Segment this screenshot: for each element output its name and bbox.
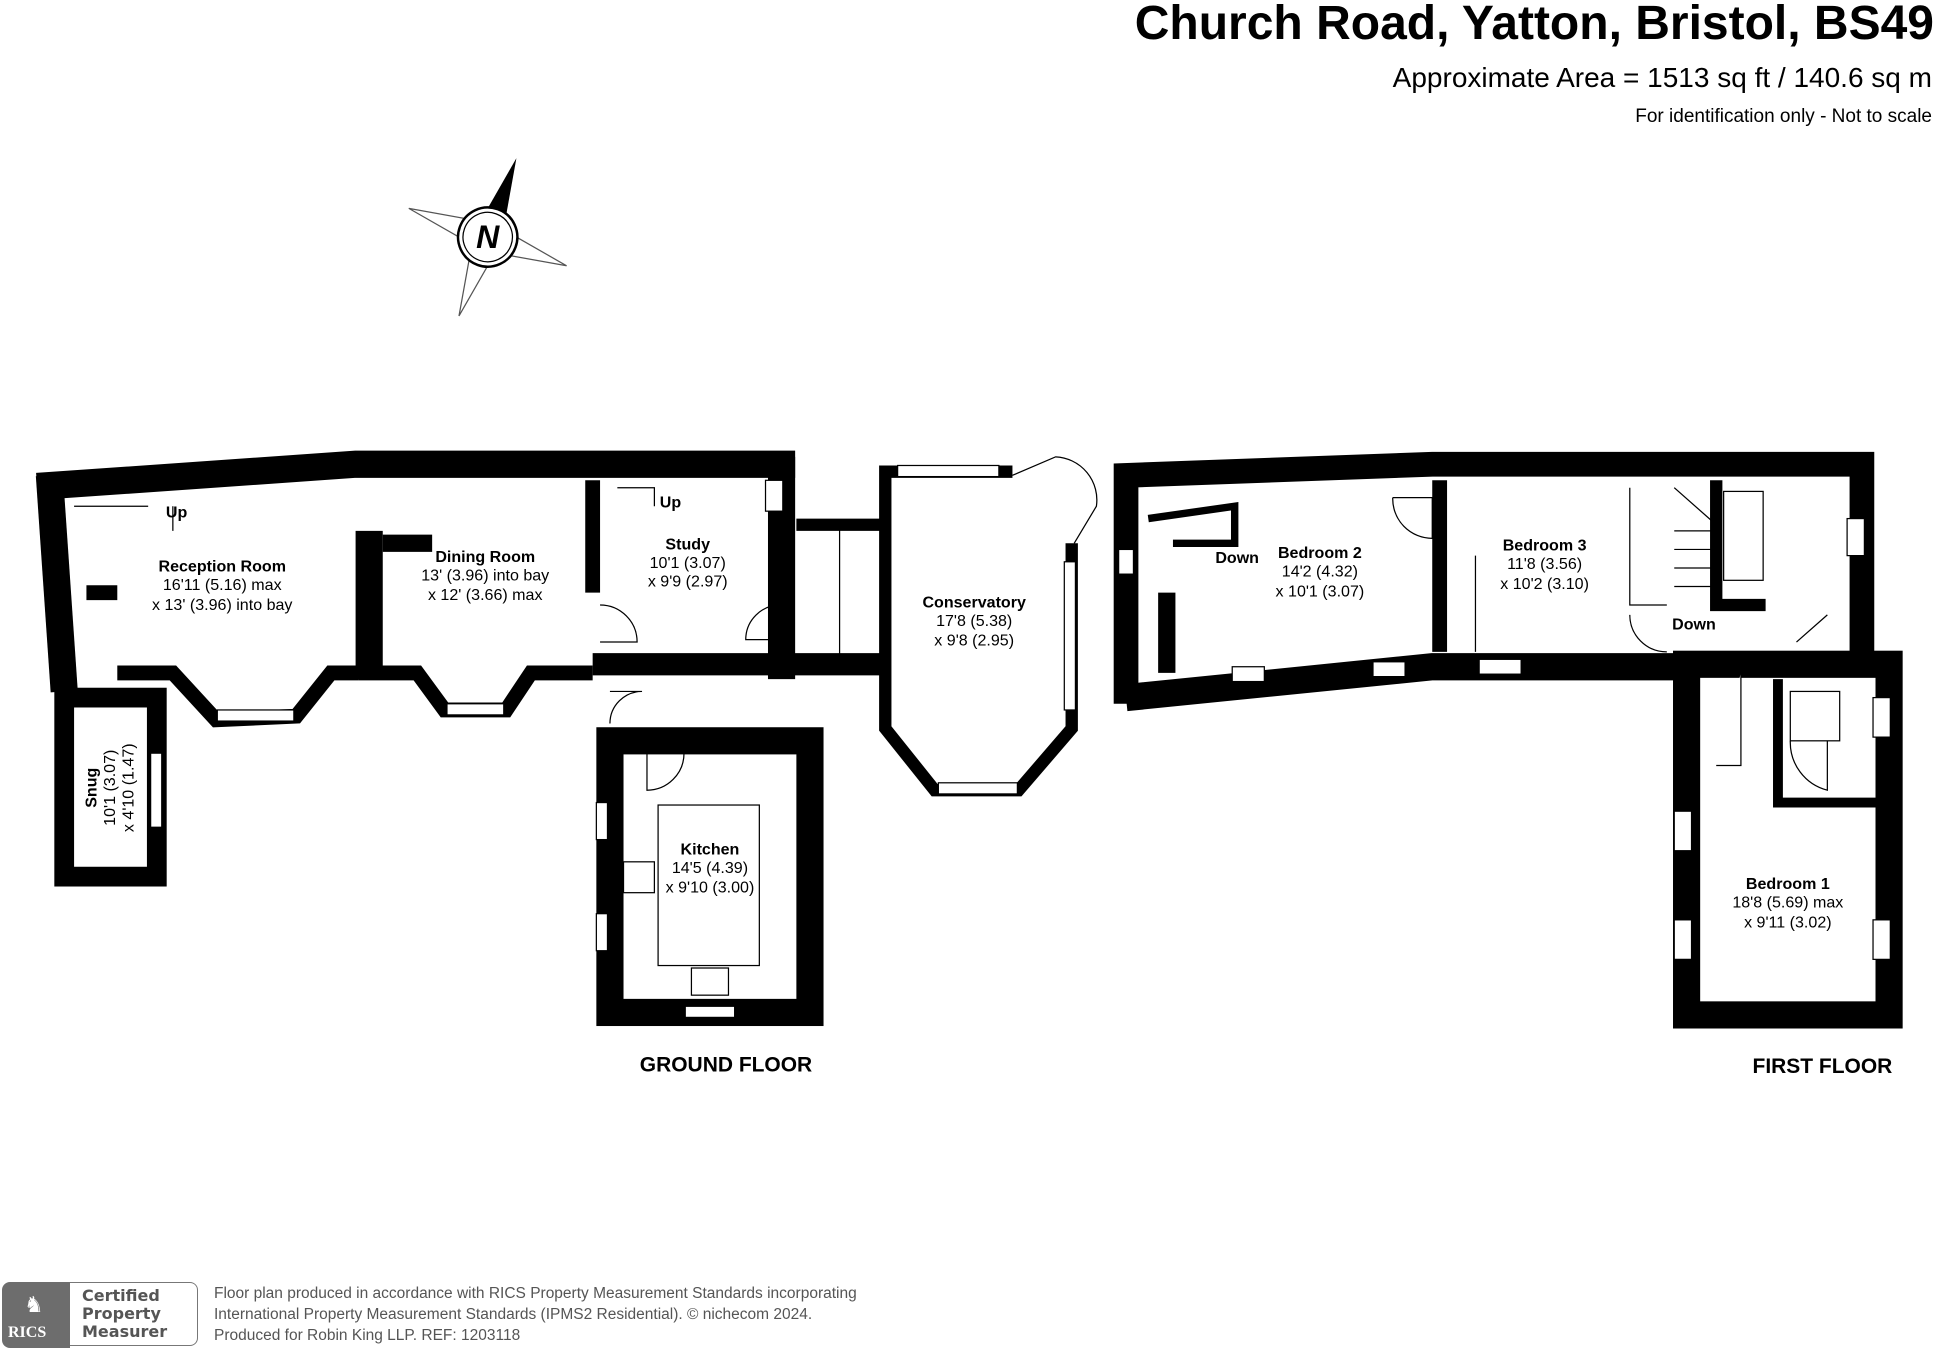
svg-text:Dining Room: Dining Room: [435, 548, 535, 566]
compass-north-letter: N: [476, 219, 500, 255]
rics-logo: ♞ RICS: [2, 1282, 70, 1348]
svg-text:Conservatory: Conservatory: [922, 593, 1026, 611]
svg-text:10'1 (3.07): 10'1 (3.07): [101, 750, 119, 826]
svg-text:x 10'2 (3.10): x 10'2 (3.10): [1500, 575, 1589, 593]
svg-text:Reception Room: Reception Room: [158, 558, 286, 576]
svg-text:x 9'9 (2.97): x 9'9 (2.97): [648, 572, 728, 590]
certified-measurer-badge: Certified Property Measurer: [70, 1282, 198, 1346]
svg-text:Study: Study: [665, 535, 710, 553]
room-label-bedroom-1: Bedroom 1 18'8 (5.69) max x 9'11 (3.02): [1732, 875, 1843, 931]
footer-line: Produced for Robin King LLP. REF: 120311…: [214, 1327, 521, 1344]
svg-text:x 9'8 (2.95): x 9'8 (2.95): [934, 632, 1014, 650]
svg-text:Kitchen: Kitchen: [681, 840, 740, 858]
room-label-kitchen: Kitchen 14'5 (4.39) x 9'10 (3.00): [666, 840, 755, 896]
room-label-bedroom-2: Bedroom 2 14'2 (4.32) x 10'1 (3.07): [1276, 544, 1365, 600]
badge-line: Property: [82, 1304, 161, 1323]
first-floor-label: FIRST FLOOR: [1753, 1055, 1893, 1078]
ground-floor-walls: [35, 450, 1078, 1027]
room-label-reception-room: Reception Room 16'11 (5.16) max x 13' (3…: [152, 558, 292, 614]
svg-text:x 13' (3.96) into bay: x 13' (3.96) into bay: [152, 596, 292, 614]
room-label-conservatory: Conservatory 17'8 (5.38) x 9'8 (2.95): [922, 593, 1026, 649]
stairs-up-label: Up: [166, 503, 188, 521]
room-label-bedroom-3: Bedroom 3 11'8 (3.56) x 10'2 (3.10): [1500, 537, 1589, 593]
property-title: Church Road, Yatton, Bristol, BS49: [1134, 0, 1934, 50]
svg-text:x 10'1 (3.07): x 10'1 (3.07): [1276, 582, 1365, 600]
ground-floor-label: GROUND FLOOR: [640, 1054, 812, 1077]
svg-text:Bedroom 3: Bedroom 3: [1503, 537, 1587, 555]
svg-text:Bedroom 2: Bedroom 2: [1278, 544, 1362, 562]
footer-line: Floor plan produced in accordance with R…: [214, 1285, 857, 1302]
rics-brand: RICS: [8, 1324, 47, 1341]
footer: ♞ RICS Certified Property Measurer Floor…: [0, 1280, 950, 1350]
room-label-snug: Snug 10'1 (3.07) x 4'10 (1.47): [82, 743, 137, 832]
svg-text:17'8 (5.38): 17'8 (5.38): [936, 612, 1012, 630]
svg-text:18'8 (5.69) max: 18'8 (5.69) max: [1732, 894, 1843, 912]
svg-text:Snug: Snug: [82, 768, 100, 808]
stairs-down-label: Down: [1672, 616, 1716, 634]
badge-line: Certified: [82, 1286, 160, 1305]
rics-lion-icon: ♞: [24, 1292, 44, 1317]
ground-floor-windows: [74, 464, 1077, 1019]
svg-text:13' (3.96) into bay: 13' (3.96) into bay: [421, 566, 549, 584]
svg-text:16'11 (5.16) max: 16'11 (5.16) max: [163, 576, 282, 594]
svg-text:x 9'10 (3.00): x 9'10 (3.00): [666, 879, 755, 897]
svg-text:x 12' (3.66) max: x 12' (3.66) max: [428, 586, 543, 604]
approximate-area: Approximate Area = 1513 sq ft / 140.6 sq…: [1392, 62, 1932, 93]
svg-text:10'1 (3.07): 10'1 (3.07): [650, 554, 726, 572]
stairs-up-label: Up: [660, 493, 682, 511]
badge-line: Measurer: [82, 1322, 168, 1341]
svg-text:x 4'10 (1.47): x 4'10 (1.47): [119, 743, 137, 832]
svg-text:x 9'11 (3.02): x 9'11 (3.02): [1744, 913, 1832, 931]
footer-line: International Property Measurement Stand…: [214, 1306, 813, 1323]
svg-text:Bedroom 1: Bedroom 1: [1746, 875, 1830, 893]
footer-disclaimer: Floor plan produced in accordance with R…: [214, 1283, 857, 1346]
svg-text:14'2 (4.32): 14'2 (4.32): [1282, 563, 1358, 581]
doors: [600, 456, 1828, 792]
compass-rose-icon: N: [408, 158, 567, 317]
first-floor-windows: [1118, 487, 1891, 960]
room-label-dining-room: Dining Room 13' (3.96) into bay x 12' (3…: [421, 548, 549, 604]
svg-text:14'5 (4.39): 14'5 (4.39): [672, 859, 748, 877]
stairs-down-label: Down: [1215, 549, 1259, 567]
svg-text:11'8 (3.56): 11'8 (3.56): [1507, 555, 1582, 573]
scale-note: For identification only - Not to scale: [1635, 106, 1932, 127]
room-label-study: Study 10'1 (3.07) x 9'9 (2.97): [648, 535, 728, 590]
